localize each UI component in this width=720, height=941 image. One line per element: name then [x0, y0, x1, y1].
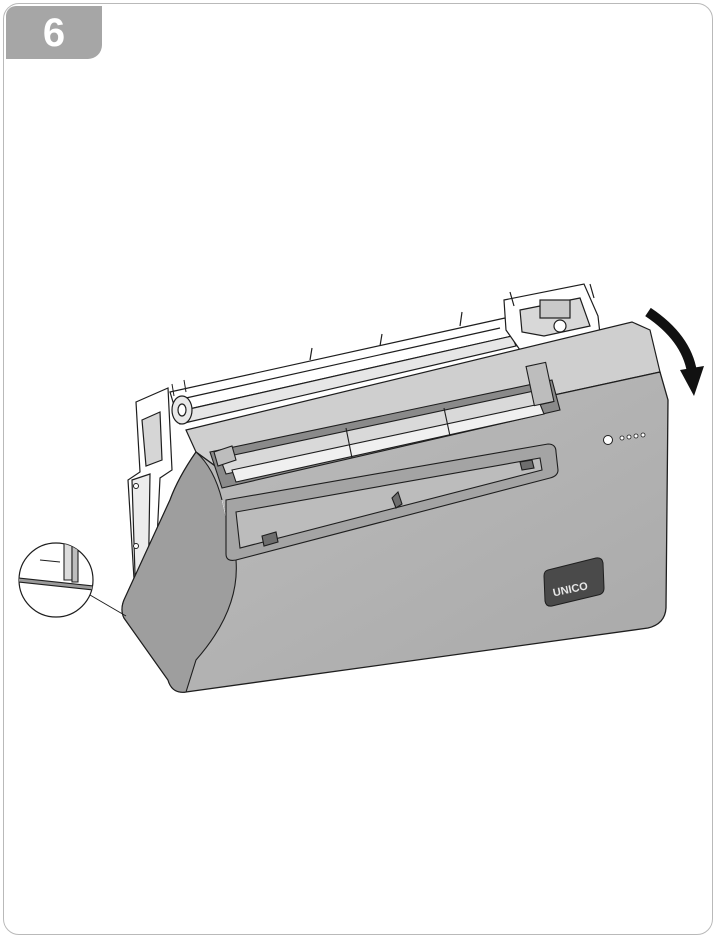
- intake-slot: [225, 443, 559, 561]
- step-badge: 6: [6, 6, 102, 59]
- brand-logo-icon: UNICO: [543, 557, 605, 607]
- side-bracket-details: [133, 379, 187, 549]
- page-frame: [3, 3, 713, 935]
- rotate-down-arrow-icon: [645, 307, 704, 396]
- status-leds-icon: [603, 432, 646, 445]
- step-number: 6: [42, 10, 66, 55]
- detail-magnifier-icon: [18, 542, 127, 618]
- air-outlet-louvers: [209, 361, 561, 489]
